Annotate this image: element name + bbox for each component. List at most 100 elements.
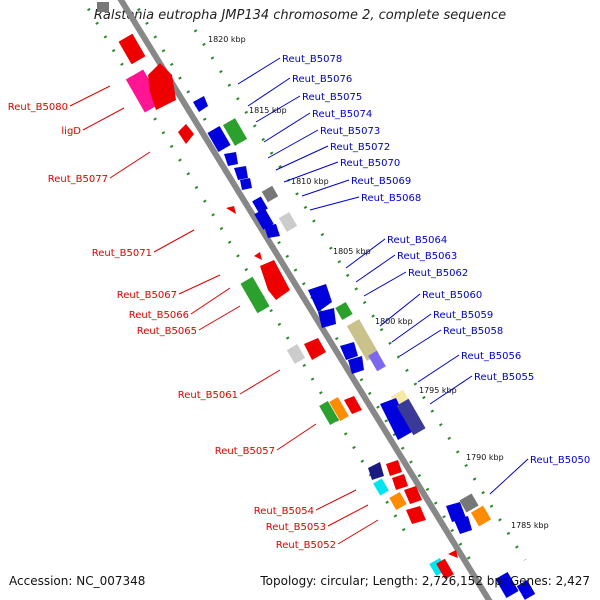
- gene-glyph: [240, 276, 270, 314]
- gene-glyph: [234, 166, 248, 180]
- gene-glyph: [454, 516, 472, 534]
- label-leaders: [69, 57, 529, 545]
- gene-label[interactable]: Reut_B5067: [117, 290, 177, 301]
- label-leader-line: [429, 375, 473, 405]
- kbp-tick-label: 1820 kbp: [208, 35, 246, 44]
- kbp-tick-label: 1790 kbp: [466, 453, 504, 462]
- gene-glyph: [240, 178, 252, 190]
- gene-glyph: [470, 505, 492, 527]
- gene-label[interactable]: Reut_B5057: [215, 446, 275, 457]
- kbp-tick-label: 1815 kbp: [249, 106, 287, 115]
- gene-glyph: [389, 491, 407, 511]
- kbp-tick-label: 1785 kbp: [511, 521, 549, 530]
- gene-glyph: [308, 284, 332, 312]
- label-leader-line: [178, 274, 221, 295]
- gene-glyph: [368, 350, 386, 372]
- gene-label[interactable]: Reut_B5056: [461, 351, 521, 362]
- gene-glyph: [335, 301, 353, 321]
- label-leader-line: [255, 95, 301, 123]
- gene-glyph: [304, 338, 326, 360]
- label-leader-line: [69, 85, 111, 107]
- gene-glyph: [344, 396, 362, 414]
- label-leader-line: [247, 77, 291, 107]
- gene-label[interactable]: Reut_B5076: [292, 74, 352, 85]
- gene-label[interactable]: Reut_B5070: [340, 158, 400, 169]
- gene-glyph: [125, 69, 163, 113]
- gene-glyph: [319, 400, 339, 426]
- gene-glyph: [346, 319, 380, 361]
- label-leader-line: [301, 179, 350, 197]
- gene-label[interactable]: Reut_B5053: [266, 522, 326, 533]
- label-leader-line: [417, 354, 460, 383]
- gene-label[interactable]: Reut_B5068: [361, 193, 421, 204]
- kbp-tick-label: 1805 kbp: [333, 247, 371, 256]
- gene-glyphs[interactable]: [97, 2, 536, 600]
- gene-glyph: [329, 396, 349, 422]
- gene-glyph: [404, 486, 422, 504]
- label-leader-line: [309, 196, 360, 211]
- label-leader-line: [275, 145, 329, 171]
- gene-label[interactable]: Reut_B5065: [137, 326, 197, 337]
- label-leader-line: [399, 329, 442, 357]
- gene-label[interactable]: Reut_B5058: [443, 326, 503, 337]
- gene-label[interactable]: Reut_B5063: [397, 251, 457, 262]
- gene-labels[interactable]: Reut_B5080ligDReut_B5077Reut_B5071Reut_B…: [8, 54, 590, 551]
- label-leader-line: [153, 229, 195, 253]
- gene-label[interactable]: Reut_B5075: [302, 92, 362, 103]
- label-leader-line: [283, 161, 339, 183]
- gene-glyph: [386, 460, 402, 476]
- gene-label[interactable]: Reut_B5052: [276, 540, 336, 551]
- gene-glyph: [254, 252, 262, 260]
- label-leader-line: [379, 293, 421, 327]
- gene-glyph: [226, 206, 236, 214]
- gene-glyph: [495, 571, 519, 599]
- gene-glyph: [286, 344, 306, 364]
- label-leader-line: [198, 305, 241, 331]
- gene-glyph: [459, 493, 479, 513]
- gene-glyph: [193, 96, 208, 112]
- gene-label[interactable]: Reut_B5054: [254, 506, 314, 517]
- gene-glyph: [516, 580, 536, 600]
- gene-label[interactable]: Reut_B5066: [129, 310, 189, 321]
- gene-label[interactable]: Reut_B5059: [433, 310, 493, 321]
- gene-label[interactable]: Reut_B5074: [312, 109, 372, 120]
- gene-label[interactable]: Reut_B5055: [474, 372, 534, 383]
- gene-label[interactable]: Reut_B5069: [351, 176, 411, 187]
- kbp-tick-label: 1800 kbp: [375, 317, 413, 326]
- gene-glyph: [318, 308, 336, 328]
- gene-label[interactable]: Reut_B5062: [408, 268, 468, 279]
- accession-label: Accession: NC_007348: [9, 574, 146, 588]
- label-leader-line: [345, 238, 386, 269]
- gene-glyph: [148, 63, 176, 110]
- sequence-stats: Topology: circular; Length: 2,726,152 bp…: [260, 574, 590, 588]
- label-leader-line: [337, 519, 379, 545]
- gene-label[interactable]: Reut_B5073: [320, 126, 380, 137]
- gene-label[interactable]: Reut_B5071: [92, 248, 152, 259]
- label-leader-line: [363, 271, 407, 297]
- gene-glyph: [97, 2, 109, 12]
- gene-label[interactable]: Reut_B5077: [48, 174, 108, 185]
- gene-label[interactable]: ligD: [61, 126, 81, 137]
- map-title: Ralstonia eutropha JMP134 chromosome 2, …: [93, 8, 507, 23]
- gene-glyph: [373, 478, 389, 496]
- gene-label[interactable]: Reut_B5064: [387, 235, 447, 246]
- gene-label[interactable]: Reut_B5050: [530, 455, 590, 466]
- label-leader-line: [391, 313, 432, 343]
- label-leader-line: [276, 423, 317, 451]
- label-leader-line: [109, 151, 151, 179]
- gene-glyph: [448, 550, 458, 558]
- gene-glyph: [406, 506, 426, 524]
- gene-label[interactable]: Reut_B5072: [330, 142, 390, 153]
- label-leader-line: [237, 57, 281, 85]
- gene-glyph: [178, 124, 194, 144]
- gene-glyph: [224, 152, 238, 166]
- gene-label[interactable]: Reut_B5078: [282, 54, 342, 65]
- gene-label[interactable]: Reut_B5061: [178, 390, 238, 401]
- gene-glyph: [118, 33, 146, 65]
- gene-label[interactable]: Reut_B5060: [422, 290, 482, 301]
- label-leader-line: [239, 369, 281, 395]
- label-leader-line: [355, 254, 396, 283]
- gene-label[interactable]: Reut_B5080: [8, 102, 68, 113]
